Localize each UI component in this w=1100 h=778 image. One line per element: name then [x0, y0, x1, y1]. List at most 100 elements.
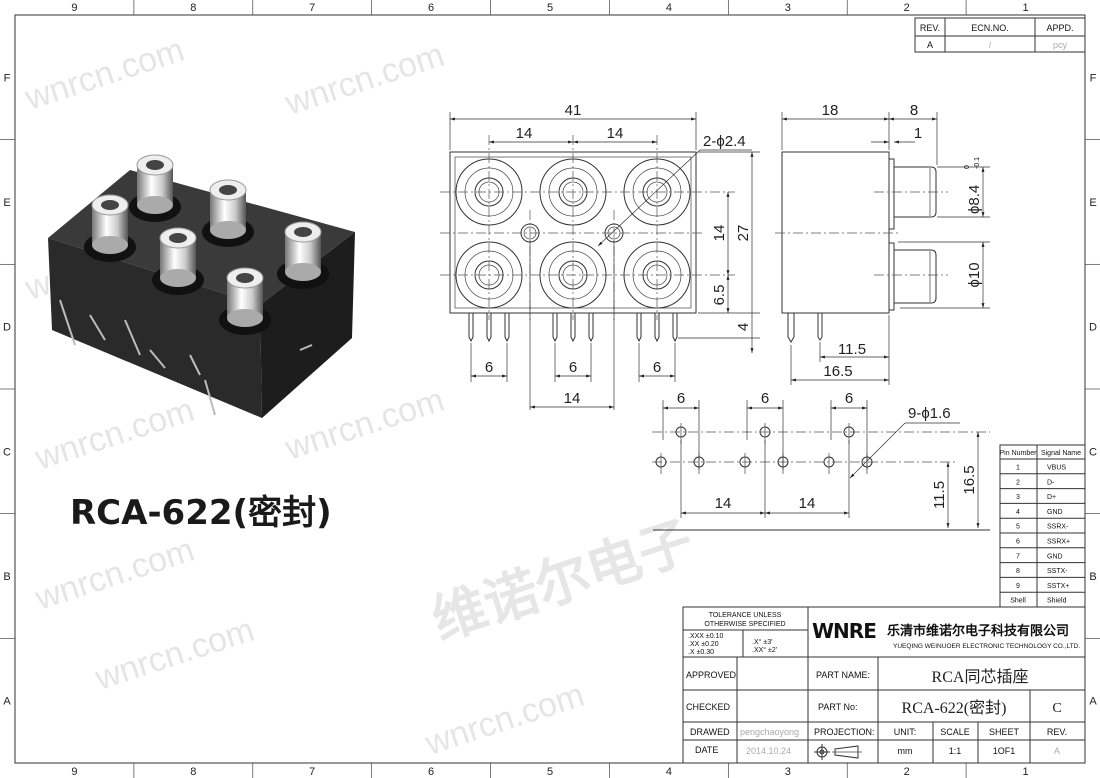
dim-bottom-offset: 6.5: [711, 285, 728, 306]
product-render: [48, 154, 355, 418]
revision-table: REV. ECN.NO. APPD. A / pcy: [914, 17, 1086, 53]
approved-label: APPROVED: [686, 670, 737, 680]
company-name-cn: 乐清市维诺尔电子科技有限公司: [887, 623, 1069, 639]
unit-label: UNIT:: [894, 727, 917, 737]
signal-name: SSTX+: [1047, 583, 1069, 590]
dim-flange: 1: [914, 125, 922, 142]
svg-text:维诺尔电子: 维诺尔电子: [425, 509, 701, 652]
signal-name: D+: [1047, 494, 1056, 501]
grid-row-label: D: [3, 322, 11, 334]
svg-text:wnrcn.com: wnrcn.com: [90, 611, 259, 698]
signal-name: SSRX+: [1047, 539, 1070, 546]
signal-name: GND: [1047, 509, 1063, 516]
grid-column-label: 6: [428, 2, 434, 14]
rev-value: A: [927, 40, 933, 50]
dim-jack-length: 8: [910, 102, 918, 119]
pin: [552, 313, 558, 343]
grid-row-label: A: [1089, 696, 1097, 708]
jack-hole: [169, 233, 187, 243]
grid-column-label: 8: [190, 2, 196, 14]
projection-label: PROJECTION:: [814, 727, 875, 737]
grid-column-label: 1: [1022, 766, 1028, 778]
dim-pin-offset: 11.5: [838, 341, 866, 358]
dim-holes: 2-ϕ2.4: [703, 133, 746, 150]
pin: [636, 313, 642, 343]
pin-number: 7: [1016, 553, 1020, 560]
pin-number: 6: [1016, 539, 1020, 546]
product-title: RCA-622(密封): [70, 493, 332, 533]
grid-column-label: 2: [904, 766, 910, 778]
grid-row-label: F: [1090, 72, 1097, 84]
signal-name: GND: [1047, 553, 1063, 560]
dim-span: 14: [715, 495, 732, 512]
grid-column-label: 9: [71, 766, 77, 778]
svg-text:wnrcn.com: wnrcn.com: [30, 531, 199, 618]
scale-label: SCALE: [940, 727, 970, 737]
part-name-label: PART NAME:: [816, 670, 870, 680]
ecn-value: /: [989, 40, 992, 50]
dim-width: 41: [565, 102, 582, 119]
grid-column-label: 3: [785, 2, 791, 14]
tolerance-linear: .XX ±0.20: [688, 641, 719, 648]
appd-value: pcy: [1053, 40, 1068, 50]
pin-number: 9: [1016, 583, 1020, 590]
pin: [504, 313, 510, 343]
svg-text:wnrcn.com: wnrcn.com: [280, 381, 449, 468]
title-block: TOLERANCE UNLESS OTHERWISE SPECIFIED .XX…: [682, 606, 1086, 764]
dim-pitch: 6: [677, 390, 685, 407]
signal-name: VBUS: [1047, 465, 1066, 472]
grid-row-label: A: [3, 696, 11, 708]
grid-column-label: 5: [547, 766, 553, 778]
pin: [654, 313, 660, 343]
sheet-label: SHEET: [989, 727, 1020, 737]
dim-pin-pitch: 6: [569, 359, 577, 376]
dim-row: 16.5: [961, 465, 978, 494]
grid-row-label: C: [3, 446, 11, 458]
dim-pitch: 6: [761, 390, 769, 407]
svg-text:wnrcn.com: wnrcn.com: [280, 36, 449, 123]
company-logo: WNRE: [812, 619, 876, 643]
checked-label: CHECKED: [686, 702, 731, 712]
grid-row-label: B: [1089, 571, 1096, 583]
tolerance-title: OTHERWISE SPECIFIED: [704, 621, 785, 628]
grid-row-label: C: [1089, 446, 1097, 458]
grid-column-label: 5: [547, 2, 553, 14]
pin-number: 1: [1016, 465, 1020, 472]
pin: [468, 313, 474, 343]
dim-span: 14: [799, 495, 816, 512]
grid-column-label: 8: [190, 766, 196, 778]
dim-row-pitch: 14: [711, 225, 728, 242]
dim-jack-dia-top: ϕ8.4: [966, 185, 983, 214]
front-view: 41 14 14 2-ϕ2.4 14 27 6.5 4 6 6 6 14: [440, 102, 760, 410]
part-number: RCA-622(密封): [902, 699, 1007, 717]
part-name: RCA同芯插座: [932, 668, 1029, 686]
drawed-value: pengchaoyong: [740, 727, 799, 737]
ecn-header: ECN.NO.: [971, 23, 1009, 33]
part-revision: C: [1052, 701, 1061, 716]
jack-hole: [294, 227, 312, 237]
pin-number-header: Pin Number: [1000, 450, 1038, 457]
dim-pitch: 6: [845, 390, 853, 407]
tolerance-upper: 0: [964, 165, 971, 169]
grid-row-label: D: [1089, 322, 1097, 334]
side-view: 18 8 1 ϕ8.4 0 -0.1 ϕ10 11.5 16.5: [775, 102, 990, 385]
grid-row-label: E: [1089, 197, 1096, 209]
pin-number: 4: [1016, 509, 1020, 516]
dim-pin-length: 4: [735, 323, 752, 331]
watermark: wnrcn.com wnrcn.com wnrcn.com wnrcn.com …: [20, 31, 701, 763]
date-label: DATE: [695, 745, 718, 755]
svg-text:wnrcn.com: wnrcn.com: [20, 31, 189, 118]
tolerance-angular: .X° ±3': [752, 638, 772, 646]
pin-number: 3: [1016, 494, 1020, 501]
signal-name-header: Signal Name: [1041, 450, 1081, 457]
company-name-en: YUEQING WEINUOER ELECTRONIC TECHNOLOGY C…: [893, 643, 1080, 650]
grid-row-label: F: [4, 72, 11, 84]
grid-column-label: 2: [904, 2, 910, 14]
dim-hole-pitch: 14: [564, 390, 581, 407]
rev-header: REV.: [920, 23, 940, 33]
appd-header: APPD.: [1046, 23, 1073, 33]
date-value: 2014.10.24: [746, 746, 791, 756]
grid-column-label: 3: [785, 766, 791, 778]
